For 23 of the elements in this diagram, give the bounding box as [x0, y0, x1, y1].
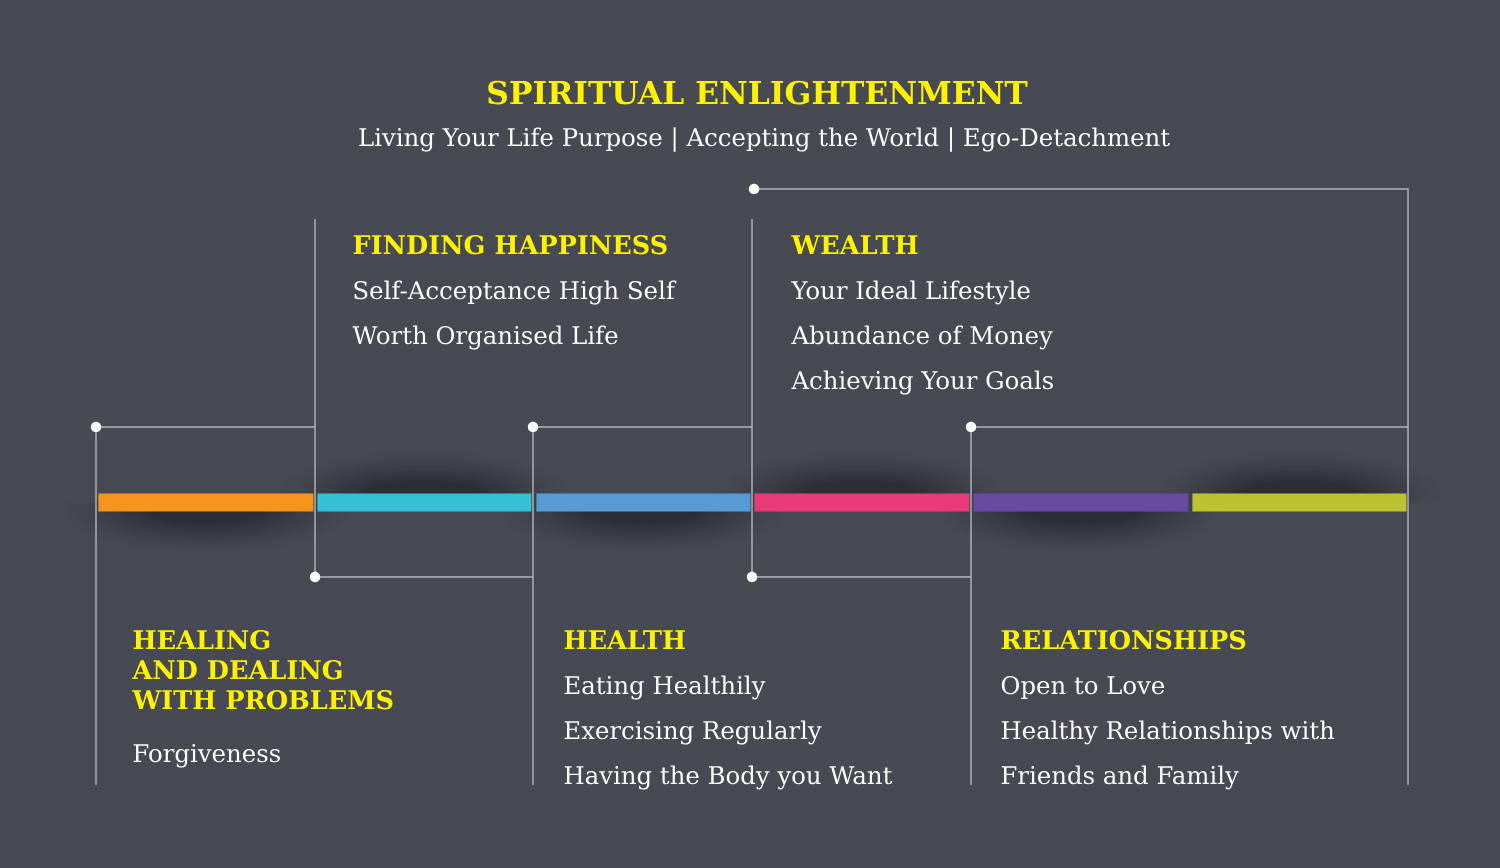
bar-segment	[317, 493, 532, 512]
title: SPIRITUAL ENLIGHTENMENT	[488, 80, 1028, 105]
bar-segment	[754, 493, 970, 512]
list-item: Achieving Your Goals	[791, 370, 1053, 395]
subtitle: Living Your Life Purpose | Accepting the World | Ego-Detachment	[359, 127, 1170, 152]
section-heading: HEALTH	[564, 630, 685, 649]
list-item: Having the Body you Want	[564, 765, 893, 790]
list-item: Self-Acceptance High Self Worth Organised Life	[352, 280, 677, 350]
list-item: Healthy Relationships with Friends and Family	[1001, 720, 1335, 790]
bar-segment	[973, 493, 1189, 512]
list-item: Abundance of Money	[791, 325, 1053, 350]
bar-segment	[98, 493, 314, 512]
bar-segment	[1192, 493, 1407, 512]
list-item: Forgiveness	[133, 744, 280, 768]
list-item: Your Ideal Lifestyle	[791, 280, 1030, 305]
list-item: Exercising Regularly	[564, 720, 822, 745]
section-heading: WEALTH	[791, 235, 918, 254]
bar-segment	[536, 493, 751, 512]
list-item: Open to Love	[1001, 675, 1165, 700]
section-heading: HEALING AND DEALING WITH PROBLEMS	[132, 630, 393, 710]
section-heading: FINDING HAPPINESS	[353, 235, 667, 255]
list-item: Eating Healthily	[564, 675, 766, 700]
section-heading: RELATIONSHIPS	[1001, 630, 1246, 650]
